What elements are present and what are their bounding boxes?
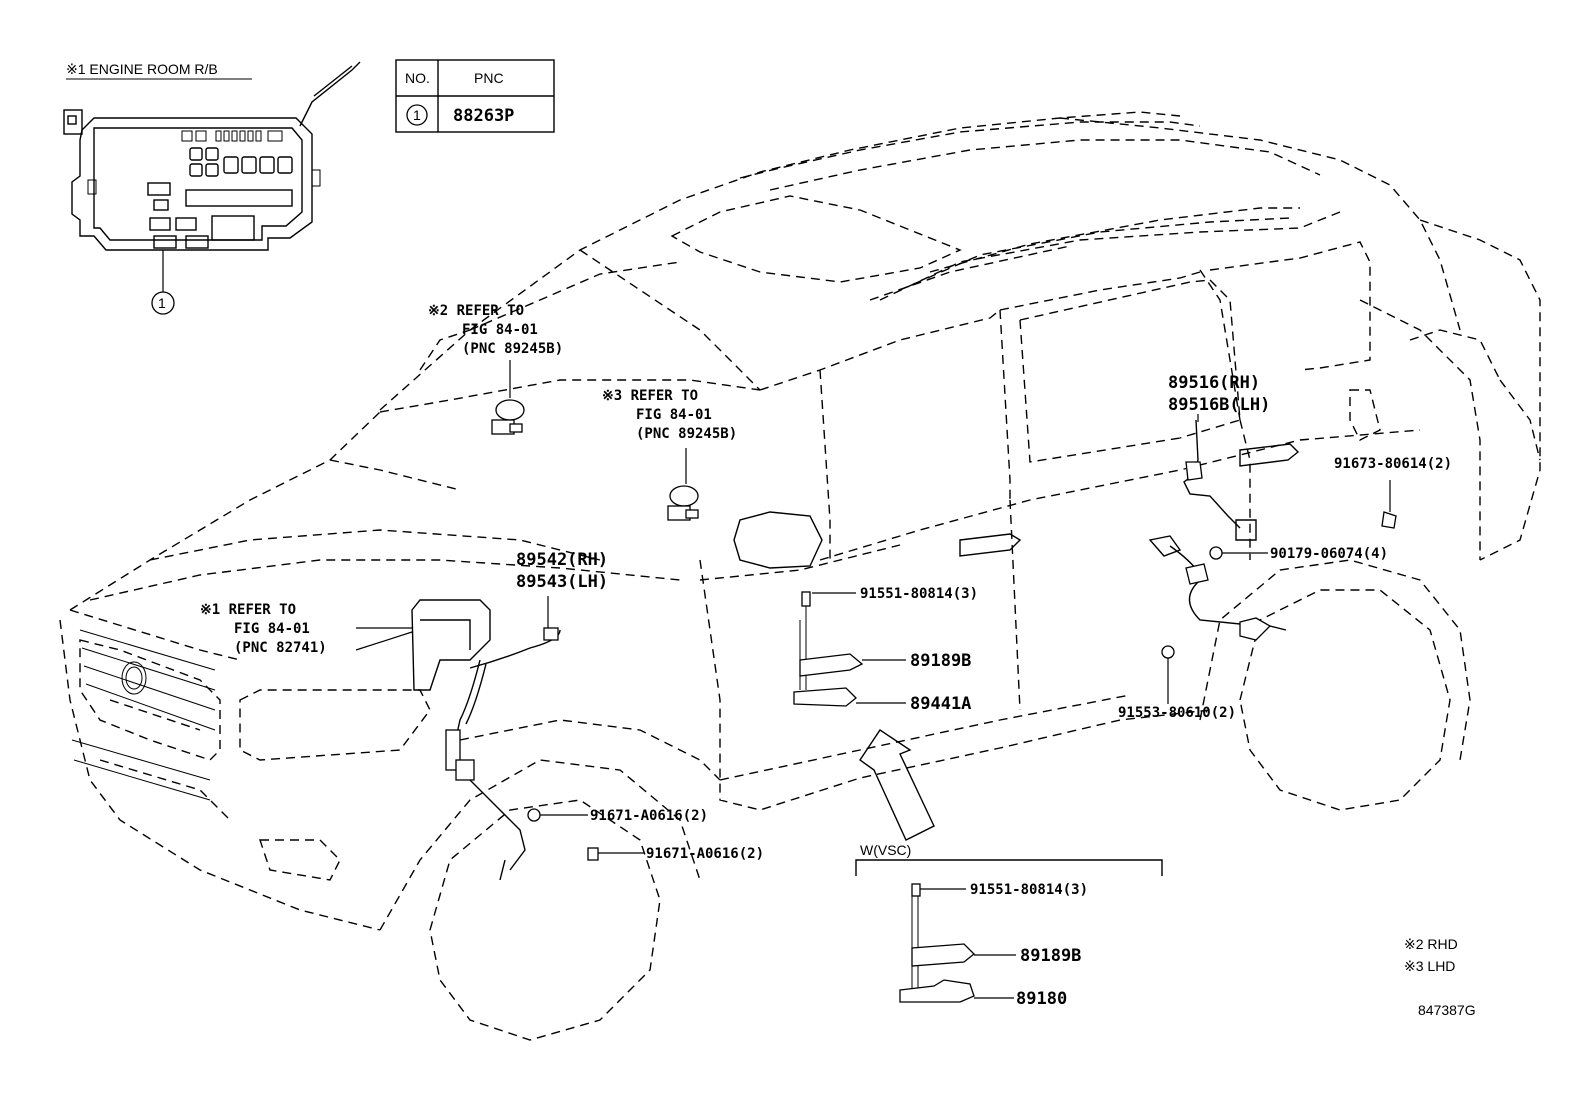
vsc-label-89189b: 89189B [1020, 946, 1081, 966]
legend-line2: ※3 LHD [1404, 958, 1455, 974]
label-89516b: 89516B(LH) [1168, 395, 1270, 415]
label-91671-a: 91671-A0616(2) [590, 808, 708, 824]
label-91551-main: 91551-80814(3) [860, 586, 978, 602]
vsc-inset: W(VSC) 91551-80814(3) 89189B 89180 [855, 842, 1163, 1009]
relay-box-drawing: 1 [63, 61, 361, 315]
pnc-header-no: NO. [405, 70, 430, 86]
callout-number: 1 [158, 295, 166, 311]
label-90179: 90179-06074(4) [1270, 546, 1388, 562]
vsc-title: W(VSC) [860, 842, 911, 858]
legend-line1: ※2 RHD [1404, 936, 1458, 952]
ref2-line2: FIG 84-01 [462, 322, 538, 338]
engine-room-title: ※1 ENGINE ROOM R/B [66, 61, 218, 77]
vsc-label-91551: 91551-80814(3) [970, 882, 1088, 898]
label-89516: 89516(RH) [1168, 373, 1260, 393]
pnc-table: NO. PNC 1 88263P [395, 59, 555, 133]
pnc-row-pnc: 88263P [453, 106, 514, 126]
vehicle-body-outline [59, 111, 1541, 1041]
ref2-line1: ※2 REFER TO [428, 303, 524, 319]
label-91553: 91553-80610(2) [1118, 705, 1236, 721]
ref2-line3: (PNC 89245B) [462, 341, 563, 357]
vsc-label-89180: 89180 [1016, 989, 1067, 1009]
label-89543: 89543(LH) [516, 572, 608, 592]
ref1-line2: FIG 84-01 [234, 621, 310, 637]
label-89441a: 89441A [910, 694, 971, 714]
label-91673: 91673-80614(2) [1334, 456, 1452, 472]
pnc-header-pnc: PNC [474, 70, 504, 86]
fuse-row [87, 130, 321, 249]
label-89542: 89542(RH) [516, 550, 608, 570]
pnc-row-no: 1 [413, 107, 421, 123]
label-91671-b: 91671-A0616(2) [646, 846, 764, 862]
ref3-line2: FIG 84-01 [636, 407, 712, 423]
ref3-line1: ※3 REFER TO [602, 388, 698, 404]
ref1-line1: ※1 REFER TO [200, 602, 296, 618]
engine-room-inset: ※1 ENGINE ROOM R/B [63, 61, 361, 315]
sensor-parts [355, 360, 1397, 881]
legend: ※2 RHD ※3 LHD 847387G [1404, 936, 1476, 1018]
ref1-line3: (PNC 82741) [234, 640, 327, 656]
label-89189b-main: 89189B [910, 651, 971, 671]
ref3-line3: (PNC 89245B) [636, 426, 737, 442]
callout-circle [151, 291, 175, 315]
figure-code: 847387G [1418, 1002, 1476, 1018]
part-labels: ※2 REFER TO FIG 84-01 (PNC 89245B) ※3 RE… [200, 303, 1452, 862]
